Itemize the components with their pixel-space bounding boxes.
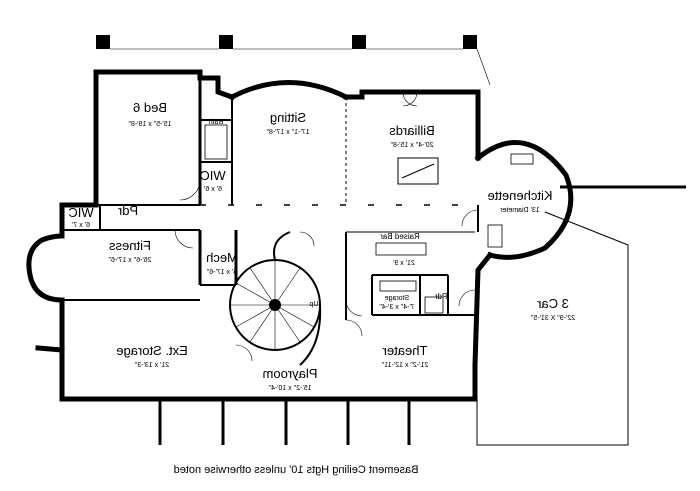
room-name: Bed 6 <box>133 100 167 115</box>
room-bath: Bath <box>209 119 224 126</box>
stair-direction: Up <box>309 301 318 308</box>
room-name: Billiards <box>389 123 435 138</box>
room-name: Kitchenette <box>487 188 552 203</box>
room-name: Mech <box>206 250 238 265</box>
room-dims: 21'-2" x 12'-11" <box>381 362 428 369</box>
room-raised-bar: Raised Bar 21' x 9' <box>380 232 420 267</box>
room-dims: 21' x 9' <box>393 260 415 267</box>
room-dims: 21' x 13'-3" <box>134 362 169 369</box>
room-dims: 20'-4" x 15'-8" <box>390 142 434 149</box>
stair-label: Up <box>309 301 318 308</box>
room-dims: 6' x 7' <box>72 222 90 229</box>
room-name: WIC <box>200 168 225 183</box>
room-storage: Storage 7'-4" x 3'-4" <box>379 295 415 311</box>
room-name: Raised Bar <box>380 232 420 241</box>
spiral-stair <box>229 231 322 366</box>
room-name: Storage <box>385 295 410 302</box>
room-garage: 3 Car 22'-9" X 31'-5" <box>530 296 575 322</box>
room-dims: 22'-9" X 31'-5" <box>530 315 575 322</box>
plan-caption: Basement Ceiling Hgts 10' unless otherwi… <box>174 464 419 476</box>
room-dims: 6' x 17'-6" <box>206 269 237 276</box>
room-name: 3 Car <box>536 296 568 311</box>
room-mech: Mech 6' x 17'-6" <box>206 250 238 276</box>
foundation-piers <box>158 399 411 445</box>
room-bed6: Bed 6 15'-5" x 19'-8" <box>128 100 172 128</box>
room-pdr-right: Pdr <box>434 292 447 301</box>
room-dims: 15'-5" x 19'-8" <box>128 121 172 128</box>
room-ext-storage: Ext. Storage 21' x 13'-3" <box>116 343 188 369</box>
room-fitness: Fitness 26'-6" x 17'-6" <box>108 238 152 264</box>
room-name: Pdr <box>434 292 447 301</box>
room-dims: 7'-4" x 3'-4" <box>379 304 415 311</box>
garage-outline <box>476 185 686 446</box>
room-name: Theater <box>382 343 427 358</box>
room-name: Sitting <box>270 110 306 125</box>
interior-walls <box>61 78 479 320</box>
room-sitting: Sitting 17'-1" x 17'-8" <box>266 110 310 136</box>
room-name: Ext. Storage <box>116 343 188 358</box>
room-name: WIC <box>68 205 93 220</box>
room-pdr-left: Pdr <box>117 203 138 218</box>
door-swings <box>174 91 479 362</box>
room-name: Pdr <box>117 203 138 218</box>
room-dims: 13' Diameter <box>500 207 540 214</box>
room-dims: 6' x 6' <box>204 186 222 193</box>
room-dims: 15'-2" x 10'-4" <box>268 385 312 392</box>
room-name: Playroom <box>263 366 318 381</box>
room-playroom: Playroom 15'-2" x 10'-4" <box>263 366 318 392</box>
room-billiards: Billiards 20'-4" x 15'-8" <box>389 123 435 149</box>
room-name: Bath <box>209 119 224 126</box>
terrace-outline <box>110 48 491 86</box>
fixtures <box>204 124 534 314</box>
room-kitchenette: Kitchenette 13' Diameter <box>487 188 552 214</box>
room-wic-left: WIC 6' x 7' <box>68 205 93 229</box>
room-theater: Theater 21'-2" x 12'-11" <box>381 343 428 369</box>
column-blocks <box>96 35 477 49</box>
room-name: Fitness <box>109 238 151 253</box>
room-wic-upper: WIC 6' x 6' <box>200 168 225 193</box>
room-dims: 17'-1" x 17'-8" <box>266 129 310 136</box>
room-dims: 26'-6" x 17'-6" <box>108 257 152 264</box>
